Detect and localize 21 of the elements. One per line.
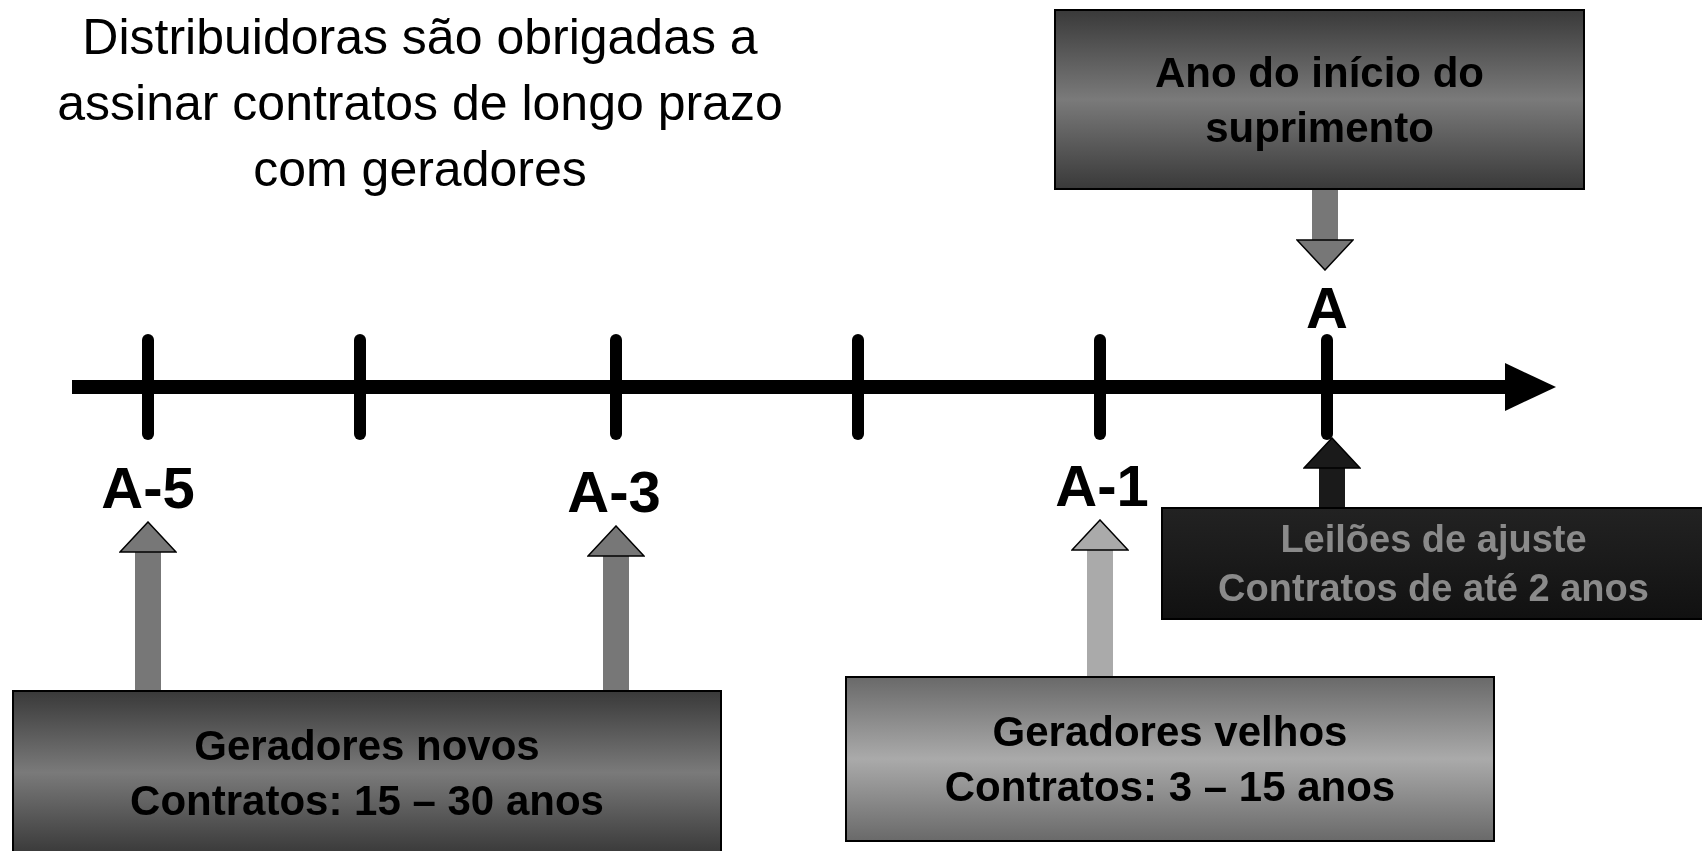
year-label: A-3 xyxy=(552,456,676,526)
box-text: Contratos: 3 – 15 anos xyxy=(944,762,1396,812)
year-label: A-1 xyxy=(1040,450,1164,520)
block-arrow xyxy=(1303,437,1361,507)
box-heading: Ano do início do suprimento xyxy=(1154,47,1485,153)
box-text: Contratos de até 2 anos xyxy=(1218,565,1649,611)
box-heading: Leilões de ajuste xyxy=(1280,516,1587,562)
info-box xyxy=(12,690,722,851)
box-heading: Geradores velhos xyxy=(992,707,1348,757)
block-arrow xyxy=(587,525,645,690)
box-heading: Geradores novos xyxy=(194,720,540,771)
info-box xyxy=(845,676,1495,842)
info-box xyxy=(1161,507,1702,620)
block-arrow xyxy=(1296,190,1354,271)
box-text: Contratos: 15 – 30 anos xyxy=(130,775,604,826)
block-arrow xyxy=(119,521,177,690)
year-label: A-5 xyxy=(86,452,210,522)
heading: Distribuidoras são obrigadas a assinar contratos de longo prazo com geradores xyxy=(56,8,784,199)
info-box xyxy=(1054,9,1585,190)
year-label: A xyxy=(1292,270,1362,438)
block-arrow xyxy=(1071,519,1129,676)
